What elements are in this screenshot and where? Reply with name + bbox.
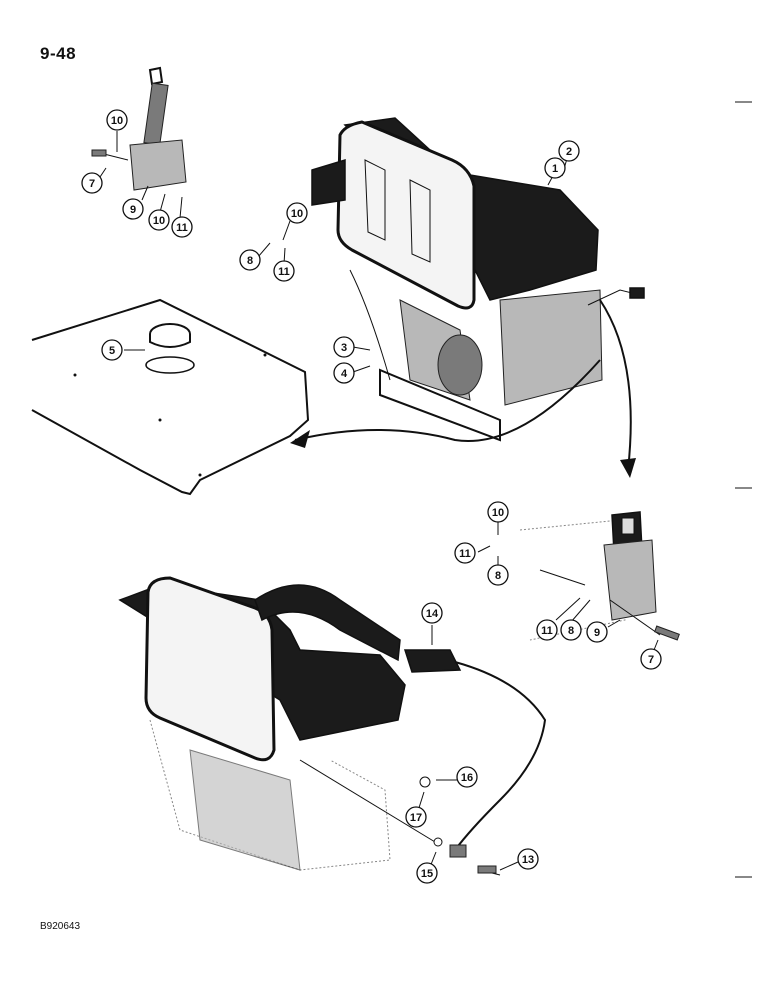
callout-label: 9 (594, 627, 600, 639)
callout-2: 2 (558, 140, 580, 162)
callout-11-upper-b: 10 (148, 209, 170, 231)
callout-5: 5 (101, 339, 123, 361)
callout-label: 4 (341, 368, 348, 380)
callout-label: 10 (111, 115, 123, 127)
callout-label: 15 (421, 868, 433, 880)
callout-7-upper: 7 (81, 172, 103, 194)
page-number: 9-48 (40, 44, 77, 63)
upper-left-buckle-bracket (91, 66, 187, 191)
callout-15: 15 (416, 862, 438, 884)
callout-label: 14 (426, 608, 439, 620)
right-buckle-bracket (519, 511, 680, 641)
callout-4: 4 (333, 362, 355, 384)
callout-label: 3 (341, 342, 347, 354)
figure-code: B920643 (40, 921, 81, 932)
callout-1: 1 (544, 157, 566, 179)
callout-3: 3 (333, 336, 355, 358)
callout-16: 16 (456, 766, 478, 788)
callout-9-upper: 9 (122, 198, 144, 220)
callout-label: 8 (568, 625, 574, 637)
callout-label: 8 (495, 570, 501, 582)
callout-10-upper: 11 (171, 216, 193, 238)
callout-label: 13 (522, 854, 534, 866)
callout-label: 16 (461, 772, 473, 784)
callout-17: 17 (405, 806, 427, 828)
callout-label: 9 (130, 204, 136, 216)
callout-8-right: 8 (487, 564, 509, 586)
callout-label: 2 (566, 146, 572, 158)
callout-10-right-b: 11 (536, 619, 558, 641)
callout-11-upper: 10 (106, 109, 128, 131)
callout-label: 17 (410, 812, 422, 824)
leader-lines (97, 131, 659, 871)
callout-8-right-b: 8 (560, 619, 582, 641)
callout-label: 7 (648, 654, 654, 666)
callout-label: 10 (492, 507, 504, 519)
callout-label: 1 (552, 163, 558, 175)
callout-label: 11 (176, 222, 188, 234)
lower-seat (118, 576, 547, 876)
callout-label: 10 (291, 208, 303, 220)
callout-9-right: 9 (586, 621, 608, 643)
callout-label: 11 (278, 266, 290, 278)
callout-14: 14 (421, 602, 443, 624)
callout-11-mid: 10 (286, 202, 308, 224)
callout-label: 5 (109, 345, 115, 357)
callout-10-right: 11 (454, 542, 476, 564)
upper-seat (311, 117, 645, 442)
callout-10-mid: 11 (273, 260, 295, 282)
callout-label: 10 (153, 215, 165, 227)
callout-13: 13 (517, 848, 539, 870)
callout-label: 11 (541, 625, 553, 637)
callout-label: 8 (247, 255, 253, 267)
callout-label: 11 (459, 548, 471, 560)
callout-7-right: 7 (640, 648, 662, 670)
floor-plate (31, 298, 636, 496)
callout-11-right: 10 (487, 501, 509, 523)
callout-label: 7 (89, 178, 95, 190)
callout-8-mid: 8 (239, 249, 261, 271)
